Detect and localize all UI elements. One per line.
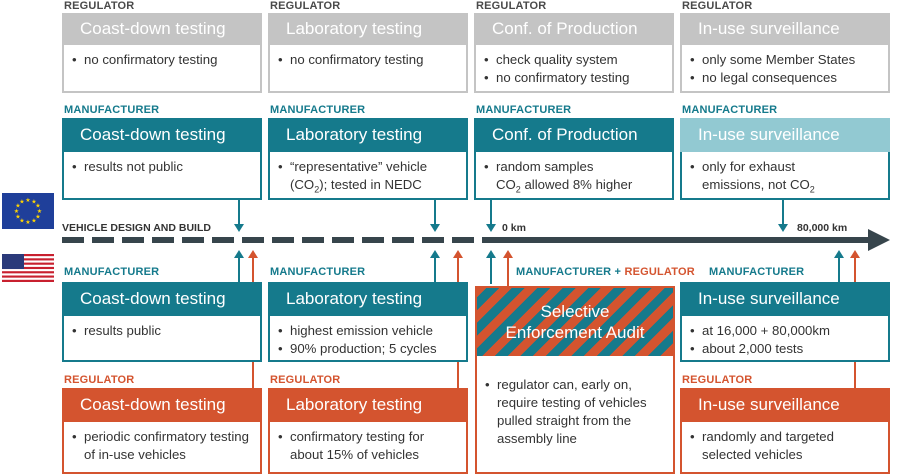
- card-title: In-use surveillance: [680, 388, 890, 422]
- us-regulator-label-4: REGULATOR: [682, 374, 753, 386]
- card-title: Laboratory testing: [268, 388, 468, 422]
- svg-text:★: ★: [31, 199, 36, 206]
- timeline-start-label: 0 km: [502, 222, 526, 234]
- bullet: no confirmatory testing: [290, 52, 424, 67]
- bullet: no confirmatory testing: [84, 52, 218, 67]
- bullet: results public: [84, 323, 161, 338]
- svg-text:★: ★: [15, 203, 20, 210]
- bullet-cont: CO2 allowed 8% higher: [496, 176, 632, 194]
- us-sea-role-label: MANUFACTURER + REGULATOR: [516, 266, 695, 278]
- text-part: allowed 8% higher: [520, 177, 633, 192]
- card-title: Laboratory testing: [268, 118, 468, 152]
- card-title: Laboratory testing: [268, 13, 468, 45]
- timeline-arrowhead-icon: [868, 229, 890, 251]
- card-title: In-use surveillance: [680, 282, 890, 316]
- subscript: 2: [809, 184, 815, 195]
- eu-manufacturer-coastdown-card: Coast-down testing •results not public: [62, 118, 262, 200]
- bullet: highest emission vehicle: [290, 323, 433, 338]
- role-manufacturer: MANUFACTURER: [516, 266, 612, 278]
- card-title: Laboratory testing: [268, 282, 468, 316]
- svg-text:★: ★: [15, 214, 20, 221]
- bullet: only for exhaust: [702, 159, 796, 174]
- svg-text:★: ★: [25, 219, 30, 226]
- bullet: results not public: [84, 159, 183, 174]
- svg-text:★: ★: [31, 218, 36, 225]
- eu-regulator-label-2: REGULATOR: [270, 0, 341, 12]
- svg-text:★: ★: [14, 208, 19, 215]
- bullet: confirmatory testing for about 15% of ve…: [290, 429, 425, 462]
- eu-manufacturer-label-1: MANUFACTURER: [64, 104, 160, 116]
- eu-regulator-lab-card: Laboratory testing •no confirmatory test…: [268, 13, 468, 93]
- svg-text:★: ★: [19, 199, 24, 206]
- bullet-cont: (CO2); tested in NEDC: [290, 176, 422, 194]
- card-title: Coast-down testing: [62, 13, 262, 45]
- svg-text:★: ★: [35, 203, 40, 210]
- text-part: (CO: [290, 177, 315, 192]
- eu-manufacturer-cop-card: Conf. of Production •random samples CO2 …: [474, 118, 674, 200]
- us-regulator-label-1: REGULATOR: [64, 374, 135, 386]
- us-regulator-inuse-card: In-use surveillance •randomly and target…: [680, 388, 890, 474]
- text-part: ); tested in NEDC: [319, 177, 422, 192]
- card-title: In-use surveillance: [680, 118, 890, 152]
- us-regulator-lab-card: Laboratory testing •confirmatory testing…: [268, 388, 468, 474]
- svg-text:★: ★: [37, 208, 42, 215]
- bullet: periodic confirmatory testing of in-use …: [84, 429, 249, 462]
- bullet: no confirmatory testing: [496, 70, 630, 85]
- bullet: random samples: [496, 159, 594, 174]
- us-manufacturer-label-2: MANUFACTURER: [270, 266, 366, 278]
- card-title: Conf. of Production: [474, 118, 674, 152]
- eu-manufacturer-label-2: MANUFACTURER: [270, 104, 366, 116]
- subscript: 2: [314, 184, 320, 195]
- eu-regulator-coastdown-card: Coast-down testing •no confirmatory test…: [62, 13, 262, 93]
- bullet-cont: emissions, not CO2: [702, 176, 815, 194]
- selective-enforcement-audit-card: Selective Enforcement Audit •regulator c…: [475, 286, 675, 474]
- card-title: Coast-down testing: [62, 282, 262, 316]
- bullet: at 16,000 + 80,000km: [702, 323, 830, 338]
- eu-regulator-inuse-card: In-use surveillance •only some Member St…: [680, 13, 890, 93]
- eu-manufacturer-inuse-card: In-use surveillance •only for exhaust em…: [680, 118, 890, 200]
- bullet: about 2,000 tests: [702, 341, 804, 356]
- card-title: Coast-down testing: [62, 388, 262, 422]
- subscript: 2: [515, 184, 521, 195]
- bullet: only some Member States: [702, 52, 856, 67]
- bullet: randomly and targeted selected vehicles: [702, 429, 834, 462]
- eu-manufacturer-lab-card: Laboratory testing •“representative” veh…: [268, 118, 468, 200]
- bullet: 90% production; 5 cycles: [290, 341, 437, 356]
- text-part: CO: [496, 177, 516, 192]
- us-flag-icon: [2, 254, 54, 282]
- svg-text:★: ★: [25, 197, 30, 204]
- bullet: regulator can, early on, require testing…: [497, 377, 647, 446]
- svg-text:★: ★: [35, 214, 40, 221]
- bullet: check quality system: [496, 52, 618, 67]
- us-manufacturer-label-4: MANUFACTURER: [709, 266, 805, 278]
- us-regulator-coastdown-card: Coast-down testing •periodic confirmator…: [62, 388, 262, 474]
- us-manufacturer-inuse-card: In-use surveillance •at 16,000 + 80,000k…: [680, 282, 890, 362]
- sea-title: Selective Enforcement Audit: [477, 288, 673, 356]
- timeline-end-label: 80,000 km: [797, 222, 848, 234]
- role-plus: +: [611, 266, 625, 278]
- sea-title-line2: Enforcement Audit: [505, 323, 645, 342]
- eu-regulator-label-4: REGULATOR: [682, 0, 753, 12]
- role-regulator: REGULATOR: [624, 266, 695, 278]
- bullet: “representative” vehicle: [290, 159, 428, 174]
- sea-title-line1: Selective: [540, 302, 610, 321]
- us-manufacturer-coastdown-card: Coast-down testing •results public: [62, 282, 262, 362]
- eu-flag-icon: ★★★★ ★★★★ ★★★★: [2, 193, 54, 229]
- eu-regulator-label-3: REGULATOR: [476, 0, 547, 12]
- eu-manufacturer-label-3: MANUFACTURER: [476, 104, 572, 116]
- bullet: no legal consequences: [702, 70, 837, 85]
- eu-regulator-label-1: REGULATOR: [64, 0, 135, 12]
- card-title: In-use surveillance: [680, 13, 890, 45]
- card-title: Conf. of Production: [474, 13, 674, 45]
- us-manufacturer-lab-card: Laboratory testing •highest emission veh…: [268, 282, 468, 362]
- timeline-design-label: VEHICLE DESIGN AND BUILD: [62, 222, 211, 234]
- eu-manufacturer-label-4: MANUFACTURER: [682, 104, 778, 116]
- us-manufacturer-label-1: MANUFACTURER: [64, 266, 160, 278]
- svg-text:★: ★: [19, 218, 24, 225]
- card-title: Coast-down testing: [62, 118, 262, 152]
- text-part: emissions, not CO: [702, 177, 810, 192]
- eu-regulator-cop-card: Conf. of Production •check quality syste…: [474, 13, 674, 93]
- us-regulator-label-2: REGULATOR: [270, 374, 341, 386]
